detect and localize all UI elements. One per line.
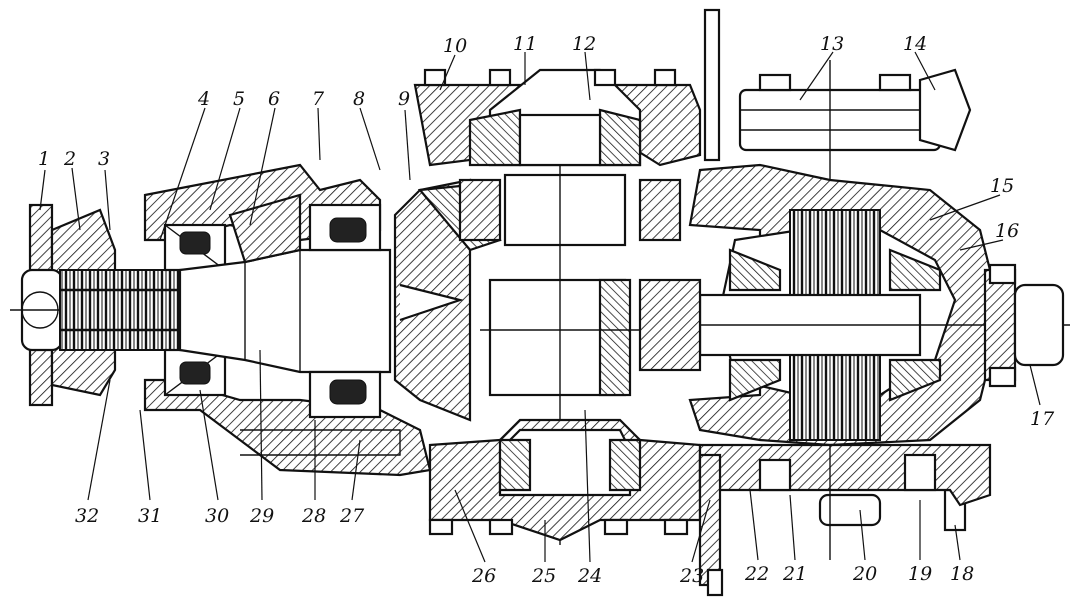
callout-18: 18 bbox=[950, 563, 974, 585]
callout-31: 31 bbox=[138, 505, 162, 527]
bolts bbox=[423, 68, 967, 536]
callout-27: 27 bbox=[339, 505, 365, 527]
callout-6: 6 bbox=[268, 88, 280, 110]
callout-32: 32 bbox=[75, 505, 99, 527]
callout-12: 12 bbox=[572, 33, 596, 55]
vertical-shaft bbox=[458, 165, 700, 545]
callout-24: 24 bbox=[577, 565, 602, 587]
callout-20: 20 bbox=[852, 563, 877, 585]
callout-7: 7 bbox=[312, 88, 325, 110]
callout-21: 21 bbox=[782, 563, 807, 585]
pinion-shaft bbox=[178, 193, 392, 374]
callout-28: 28 bbox=[301, 505, 326, 527]
leader-lines bbox=[39, 51, 1041, 563]
callout-10: 10 bbox=[443, 35, 467, 57]
center-housing-top bbox=[413, 68, 702, 167]
callout-13: 13 bbox=[820, 33, 844, 55]
output-flange bbox=[983, 263, 1065, 388]
callout-26: 26 bbox=[471, 565, 496, 587]
callout-2: 2 bbox=[63, 148, 76, 170]
callout-1: 1 bbox=[38, 148, 50, 170]
callout-5: 5 bbox=[233, 88, 245, 110]
upper-shaft bbox=[703, 8, 972, 180]
callout-4: 4 bbox=[197, 88, 210, 110]
callout-8: 8 bbox=[353, 88, 365, 110]
callout-19: 19 bbox=[908, 563, 932, 585]
callout-16: 16 bbox=[995, 220, 1019, 242]
callout-14: 14 bbox=[903, 33, 927, 55]
center-housing-bottom bbox=[428, 418, 702, 542]
callout-9: 9 bbox=[398, 88, 410, 110]
callout-29: 29 bbox=[249, 505, 274, 527]
callout-labels: 1 2 3 4 5 6 7 8 9 10 11 12 13 14 15 16 1… bbox=[38, 33, 1055, 587]
splined-shaft bbox=[59, 269, 181, 351]
callout-17: 17 bbox=[1030, 408, 1055, 430]
callout-25: 25 bbox=[531, 565, 556, 587]
callout-11: 11 bbox=[513, 33, 537, 55]
callout-23: 23 bbox=[679, 565, 704, 587]
callout-22: 22 bbox=[744, 563, 769, 585]
callout-30: 30 bbox=[205, 505, 229, 527]
pinion-bearing-rear bbox=[308, 203, 382, 419]
differential-gears bbox=[638, 209, 1070, 441]
callout-15: 15 bbox=[990, 175, 1014, 197]
callout-3: 3 bbox=[98, 148, 110, 170]
lower-right-section bbox=[698, 443, 992, 597]
